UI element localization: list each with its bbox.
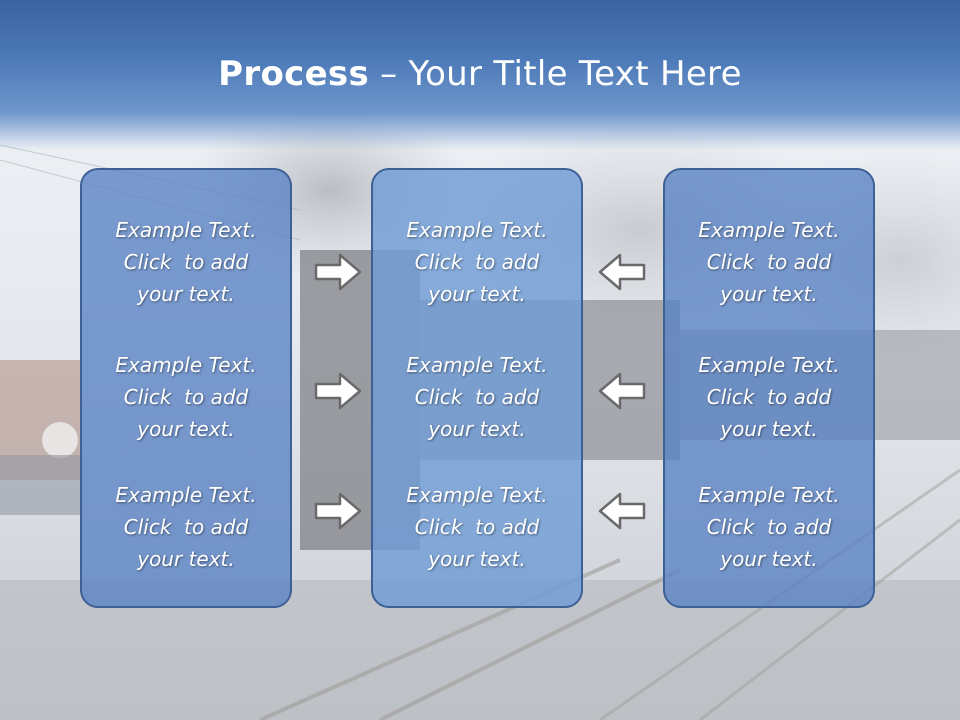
text-line: Click to add bbox=[123, 250, 249, 274]
text-line: Example Text. bbox=[115, 353, 257, 377]
process-box-right[interactable]: Example Text. Click to add your text. Ex… bbox=[663, 168, 875, 608]
arrow-left-icon[interactable] bbox=[598, 371, 646, 411]
arrow-right-icon[interactable] bbox=[314, 491, 362, 531]
slide-title[interactable]: Process – Your Title Text Here bbox=[0, 54, 960, 94]
text-line: Click to add bbox=[414, 385, 540, 409]
text-block[interactable]: Example Text. Click to add your text. bbox=[373, 214, 581, 310]
text-line: Example Text. bbox=[115, 218, 257, 242]
text-block[interactable]: Example Text. Click to add your text. bbox=[665, 349, 873, 445]
text-line: Click to add bbox=[706, 385, 832, 409]
text-line: your text. bbox=[428, 547, 526, 571]
text-line: Example Text. bbox=[406, 218, 548, 242]
text-block[interactable]: Example Text. Click to add your text. bbox=[665, 214, 873, 310]
text-block[interactable]: Example Text. Click to add your text. bbox=[82, 214, 290, 310]
arrow-right-icon[interactable] bbox=[314, 371, 362, 411]
text-block[interactable]: Example Text. Click to add your text. bbox=[373, 479, 581, 575]
text-line: your text. bbox=[137, 547, 235, 571]
arrow-right-icon[interactable] bbox=[314, 252, 362, 292]
text-line: Example Text. bbox=[406, 353, 548, 377]
text-line: your text. bbox=[428, 282, 526, 306]
text-line: Click to add bbox=[123, 515, 249, 539]
text-block[interactable]: Example Text. Click to add your text. bbox=[665, 479, 873, 575]
text-block[interactable]: Example Text. Click to add your text. bbox=[373, 349, 581, 445]
text-line: your text. bbox=[720, 282, 818, 306]
text-line: Example Text. bbox=[698, 353, 840, 377]
text-line: your text. bbox=[720, 417, 818, 441]
text-line: Example Text. bbox=[698, 218, 840, 242]
text-line: Example Text. bbox=[115, 483, 257, 507]
arrow-left-icon[interactable] bbox=[598, 491, 646, 531]
title-bold: Process bbox=[218, 54, 370, 94]
text-line: your text. bbox=[428, 417, 526, 441]
arrow-left-icon[interactable] bbox=[598, 252, 646, 292]
text-line: your text. bbox=[720, 547, 818, 571]
process-box-left[interactable]: Example Text. Click to add your text. Ex… bbox=[80, 168, 292, 608]
text-line: your text. bbox=[137, 282, 235, 306]
text-line: Click to add bbox=[706, 250, 832, 274]
text-line: Click to add bbox=[414, 250, 540, 274]
text-line: Click to add bbox=[123, 385, 249, 409]
text-line: Click to add bbox=[706, 515, 832, 539]
text-line: Click to add bbox=[414, 515, 540, 539]
title-rest: – Your Title Text Here bbox=[369, 54, 742, 94]
process-box-center[interactable]: Example Text. Click to add your text. Ex… bbox=[371, 168, 583, 608]
text-line: Example Text. bbox=[406, 483, 548, 507]
title-bar bbox=[0, 0, 960, 150]
text-line: Example Text. bbox=[698, 483, 840, 507]
text-block[interactable]: Example Text. Click to add your text. bbox=[82, 479, 290, 575]
text-block[interactable]: Example Text. Click to add your text. bbox=[82, 349, 290, 445]
text-line: your text. bbox=[137, 417, 235, 441]
